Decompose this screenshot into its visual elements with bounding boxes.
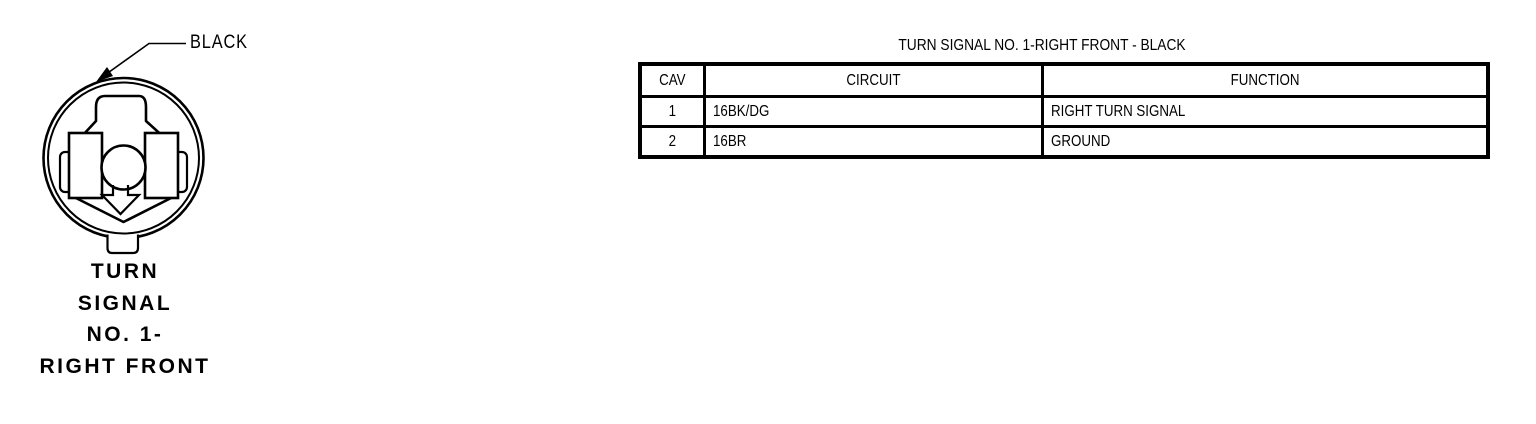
table-header-row: CAV CIRCUIT FUNCTION	[638, 62, 1490, 98]
pinout-table-title-text: TURN SIGNAL NO. 1-RIGHT FRONT - BLACK	[898, 37, 1186, 54]
column-header-circuit: CIRCUIT	[702, 62, 1044, 98]
connector-index-arrow	[99, 185, 142, 216]
column-header-cav: CAV	[638, 62, 706, 98]
cell-circuit-2: 16BR	[702, 125, 1044, 159]
cell-function-1: RIGHT TURN SIGNAL	[1040, 95, 1490, 128]
cell-circuit-1: 16BK/DG	[702, 95, 1044, 128]
connector-lock-tab	[106, 234, 140, 255]
connector-cavity-2	[143, 131, 180, 200]
leader-arrowhead	[96, 67, 113, 82]
connector-color-label-text: BLACK	[190, 32, 248, 53]
table-row: 2 16BR GROUND	[638, 125, 1490, 159]
connector-caption: TURN SIGNAL NO. 1- RIGHT FRONT	[4, 256, 246, 382]
connector-inner-ring	[47, 81, 200, 235]
cell-cav-2: 2	[638, 125, 706, 159]
caption-line-2: SIGNAL	[77, 291, 173, 315]
caption-line-1: TURN	[90, 260, 160, 283]
pinout-table: CAV CIRCUIT FUNCTION 1 16BK/DG RIGHT	[638, 62, 1490, 159]
leader-line	[104, 42, 186, 76]
connector-face-diagram	[42, 42, 205, 255]
pinout-table-title: TURN SIGNAL NO. 1-RIGHT FRONT - BLACK	[618, 37, 1466, 55]
connector-cavity-1	[67, 131, 104, 200]
table-row: 1 16BK/DG RIGHT TURN SIGNAL	[638, 95, 1490, 128]
connector-center-post	[100, 144, 147, 191]
caption-line-3: NO. 1-	[86, 323, 164, 346]
connector-color-label: BLACK	[190, 33, 257, 52]
cell-cav-1: 1	[638, 95, 706, 128]
cell-function-2: GROUND	[1040, 125, 1490, 159]
pinout-table-container: CAV CIRCUIT FUNCTION 1 16BK/DG RIGHT	[638, 62, 1490, 159]
column-header-function: FUNCTION	[1040, 62, 1490, 98]
caption-line-4: RIGHT FRONT	[39, 354, 211, 378]
